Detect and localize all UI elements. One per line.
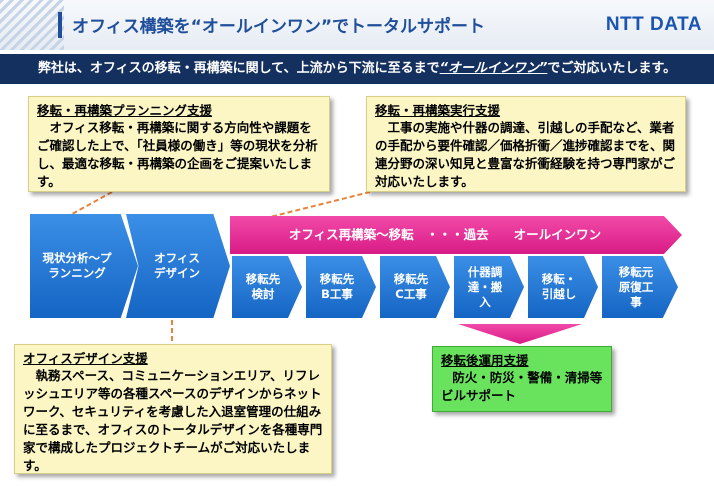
step-restoration-work: 移転元原復工事 [602, 256, 678, 318]
phase-office-design-label: オフィスデザイン [154, 251, 200, 280]
connector-execution [265, 191, 371, 219]
relocation-bar-label: オフィス再構築～移転 ・・・過去 オールインワン [288, 227, 602, 242]
step-fixtures-procurement: 什器調達・搬入 [454, 256, 524, 318]
phase-analysis-planning: 現状分析～プランニング [30, 214, 138, 318]
execution-support-title: 移転・再構築実行支援 [375, 103, 501, 118]
step-moving: 移転・引越し [528, 256, 598, 318]
planning-support-body: オフィス移転・再構築に関する方向性や課題をご確認した上で、「社員様の働き」等の現… [37, 120, 318, 189]
planning-support-title: 移転・再構築プランニング支援 [37, 103, 213, 118]
banner-text: 弊社は、オフィスの移転・再構築に関して、上流から下流に至るまで“オールインワン”… [0, 54, 714, 84]
title-accent-bar [58, 12, 62, 38]
phase-analysis-planning-label: 現状分析～プランニング [42, 251, 112, 280]
phase-office-design: オフィスデザイン [126, 214, 230, 318]
banner-text-after: でご対応いたします。 [547, 61, 677, 76]
step-moving-label: 移転・引越し [541, 272, 577, 301]
design-support-body: 執務スペース、コミュニケーションエリア、リフレッシュエリア等の各種スペースのデザ… [23, 368, 323, 473]
down-arrow-icon [458, 324, 582, 344]
ntt-data-logo: NTT DATA [605, 14, 702, 35]
banner-emphasis: “オールインワン” [439, 61, 548, 76]
post-move-support-title: 移転後運用支援 [441, 353, 529, 368]
step-b-construction: 移転先B工事 [306, 256, 376, 318]
step-destination-review: 移転先検討 [232, 256, 302, 318]
execution-support-box: 移転・再構築実行支援 工事の実施や什器の調達、引越しの手配など、業者の手配から要… [366, 96, 686, 192]
header-stripes [0, 0, 64, 50]
step-fixtures-procurement-label: 什器調達・搬入 [467, 264, 503, 309]
step-destination-review-label: 移転先検討 [245, 272, 281, 301]
relocation-bar [230, 216, 682, 254]
design-support-title: オフィスデザイン支援 [23, 351, 148, 366]
banner-text-before: 弊社は、オフィスの移転・再構築に関して、上流から下流に至るまで [37, 61, 440, 76]
step-restoration-work-label: 移転元原復工事 [618, 264, 654, 309]
connector-planning [71, 191, 113, 215]
header: オフィス構築を“オールインワン”でトータルサポート NTT DATA [0, 0, 714, 50]
step-c-construction-label: 移転先C工事 [393, 272, 429, 301]
step-b-construction-label: 移転先B工事 [319, 272, 355, 301]
planning-support-box: 移転・再構築プランニング支援 オフィス移転・再構築に関する方向性や課題をご確認し… [28, 96, 330, 192]
post-move-support-box: 移転後運用支援 防火・防災・警備・清掃等ビルサポート [432, 346, 612, 412]
execution-support-body: 工事の実施や什器の調達、引越しの手配など、業者の手配から要件確認／価格折衝／進捗… [375, 120, 676, 189]
step-c-construction: 移転先C工事 [380, 256, 450, 318]
design-support-box: オフィスデザイン支援 執務スペース、コミュニケーションエリア、リフレッシュエリア… [14, 344, 332, 474]
summary-banner: 弊社は、オフィスの移転・再構築に関して、上流から下流に至るまで“オールインワン”… [0, 54, 714, 84]
page-title: オフィス構築を“オールインワン”でトータルサポート [72, 17, 486, 37]
post-move-support-body: 防火・防災・警備・清掃等ビルサポート [441, 370, 603, 403]
